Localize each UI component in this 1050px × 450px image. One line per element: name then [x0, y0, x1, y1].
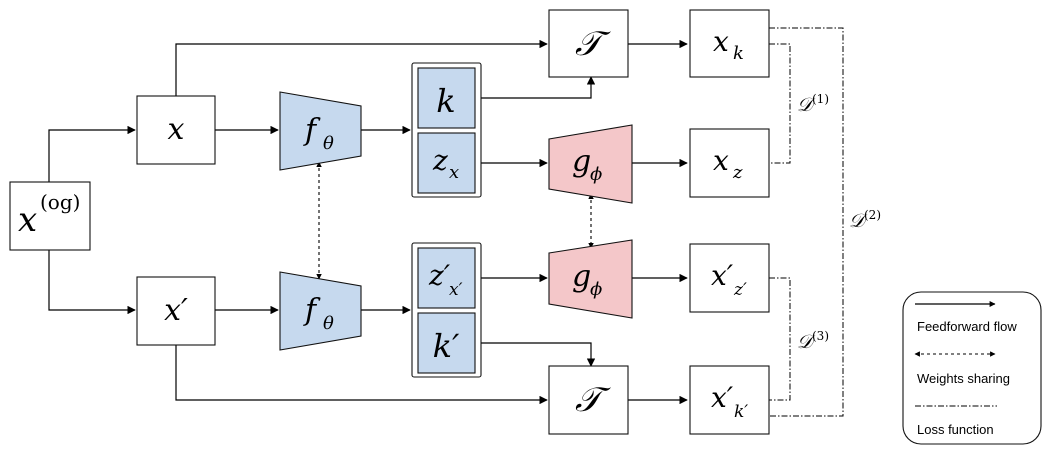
output-x-prime-k-prime-base: x′	[711, 381, 734, 414]
output-x-k-base: x	[713, 25, 729, 58]
edge-xog-to-xprime	[48, 250, 136, 315]
encoder-f-top: f θ	[279, 91, 362, 171]
output-x-prime-k-prime-sub: k′	[734, 402, 748, 422]
latent-group-top: k z x	[411, 62, 482, 198]
loss-d2-bracket	[769, 27, 844, 417]
latent-k-label: k	[436, 82, 455, 120]
loss-label-d1: 𝒟 (1)	[797, 92, 829, 116]
loss-label-d1-sup: (1)	[812, 92, 829, 106]
node-x-prime: x′	[136, 276, 216, 346]
loss-label-d3: 𝒟 (3)	[797, 329, 829, 353]
edge-x-to-T	[175, 39, 548, 96]
latent-z-x-base: z	[432, 144, 448, 177]
edge-xog-to-x	[48, 125, 136, 182]
loss-d1-bracket	[769, 43, 791, 164]
encoder-f-top-sub: θ	[323, 133, 334, 154]
output-x-k-sub: k	[733, 43, 744, 64]
legend-weights-sharing-label: Weights sharing	[917, 371, 1010, 386]
loss-label-d3-sup: (3)	[812, 329, 829, 343]
encoder-f-bottom-sub: θ	[323, 313, 334, 334]
loss-label-d2-sup: (2)	[864, 208, 881, 222]
legend-feedforward-label: Feedforward flow	[917, 319, 1017, 334]
output-x-k: x k	[689, 9, 770, 78]
decoder-g-top-sub: ϕ	[590, 164, 602, 185]
legend-frame	[902, 291, 1042, 445]
node-x-og: x (og)	[9, 181, 91, 251]
latent-group-bottom: z′ x′ k′	[411, 242, 482, 378]
latent-z-x-prime	[417, 247, 476, 309]
transform-T-bottom: 𝒯	[548, 365, 629, 435]
node-x-og-base: x	[18, 200, 37, 240]
loss-label-d2-base: 𝒟	[849, 210, 868, 232]
legend-loss-label: Loss function	[917, 422, 994, 437]
loss-label-d2: 𝒟 (2)	[849, 208, 881, 232]
output-x-prime-z-prime-sub: z′	[733, 280, 747, 300]
latent-z-x-prime-sub: x′	[449, 280, 463, 300]
latent-k-prime	[417, 312, 476, 374]
latent-z-x-prime-base: z′	[428, 259, 451, 292]
latent-k	[417, 67, 476, 129]
decoder-g-top-base: g	[572, 144, 591, 179]
latent-z-x	[417, 132, 476, 194]
output-x-z-sub: z	[732, 162, 743, 183]
feedforward-connectors	[48, 39, 688, 405]
latent-z-x-sub: x	[449, 162, 459, 183]
legend: Feedforward flow Weights sharing Loss fu…	[902, 291, 1042, 445]
edge-kprime-to-T	[476, 342, 596, 367]
output-x-z: x z	[689, 128, 770, 198]
output-x-z-base: x	[713, 144, 729, 177]
edge-xprime-to-T	[175, 345, 548, 405]
latent-k-prime-label: k′	[433, 327, 460, 365]
output-x-prime-z-prime: x′ z′	[689, 243, 770, 313]
transform-T-top: 𝒯	[548, 9, 629, 78]
decoder-g-bottom-sub: ϕ	[590, 279, 602, 300]
loss-label-d1-base: 𝒟	[797, 94, 816, 116]
output-x-prime-z-prime-base: x′	[711, 259, 734, 292]
decoder-g-bottom: g ϕ	[548, 239, 633, 319]
node-x-og-sup: (og)	[40, 190, 80, 214]
loss-d3-bracket	[769, 277, 791, 401]
output-x-prime-k-prime: x′ k′	[689, 365, 770, 435]
encoder-f-bottom: f θ	[279, 271, 362, 351]
decoder-g-top: g ϕ	[548, 124, 633, 204]
node-x-prime-label: x′	[164, 293, 188, 328]
node-x: x	[136, 95, 216, 165]
edge-k-to-T	[476, 76, 596, 99]
loss-label-d3-base: 𝒟	[797, 331, 816, 353]
decoder-g-bottom-base: g	[572, 259, 591, 294]
node-x-label: x	[168, 112, 185, 147]
